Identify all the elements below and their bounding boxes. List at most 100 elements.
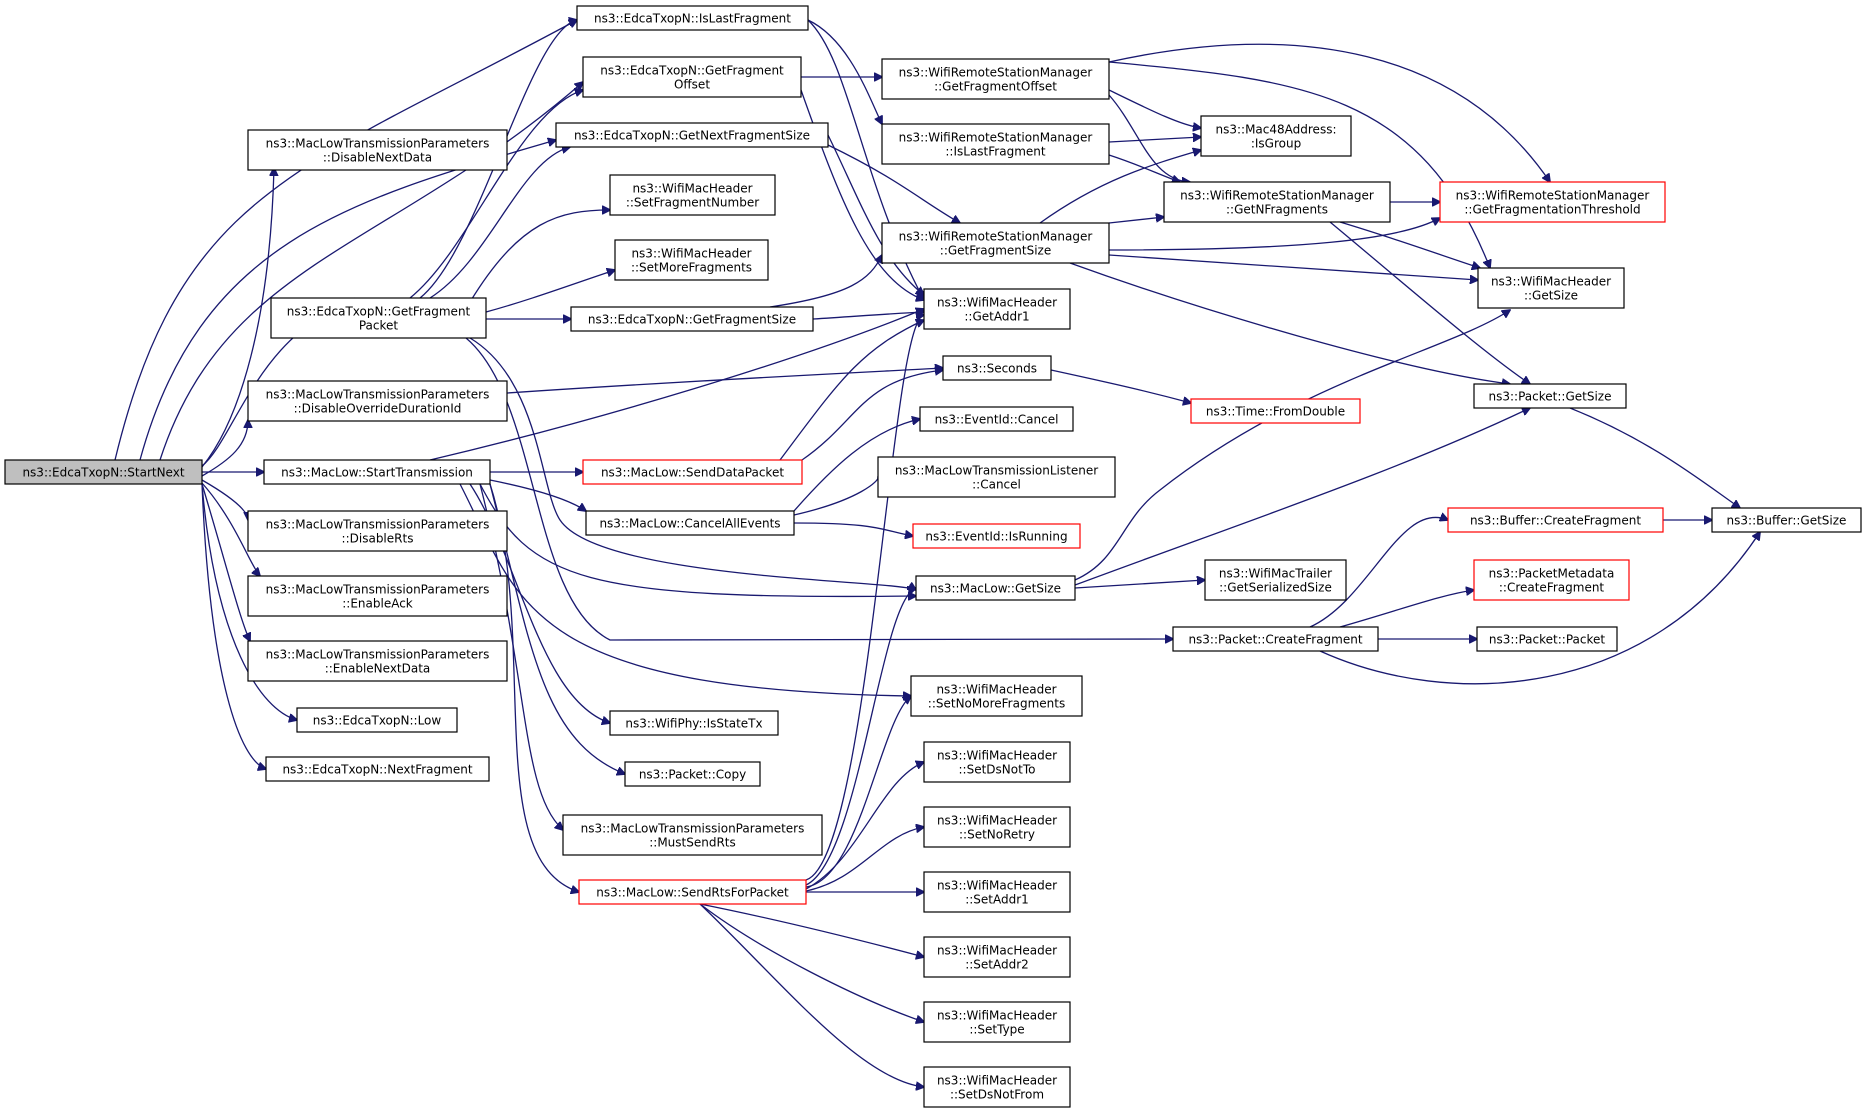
node-mustsendrts[interactable]: ns3::MacLowTransmissionParameters::MustS… xyxy=(562,814,823,856)
node-setnomorefrags[interactable]: ns3::WifiMacHeader::SetNoMoreFragments xyxy=(910,675,1083,717)
call-edge-to-hdrgetsize xyxy=(1339,221,1480,268)
node-label: ns3::WifiMacHeader xyxy=(937,879,1057,893)
node-setdsnotto[interactable]: ns3::WifiMacHeader::SetDsNotTo xyxy=(923,741,1071,783)
node-box xyxy=(624,761,761,787)
node-label: ns3::WifiMacHeader xyxy=(937,944,1057,958)
node-wrsmgetfragoffset[interactable]: ns3::WifiRemoteStationManager::GetFragme… xyxy=(881,58,1110,100)
node-getnfrags[interactable]: ns3::WifiRemoteStationManager::GetNFragm… xyxy=(1163,181,1391,223)
call-edge-to-packetgetsize xyxy=(1069,262,1510,384)
node-low[interactable]: ns3::EdcaTxopN::Low xyxy=(296,707,458,733)
node-getaddr1[interactable]: ns3::WifiMacHeader::GetAddr1 xyxy=(923,288,1071,330)
node-getfragoffset[interactable]: ns3::EdcaTxopN::GetFragmentOffset xyxy=(582,56,802,98)
node-nextfragment[interactable]: ns3::EdcaTxopN::NextFragment xyxy=(265,756,490,782)
node-isrunning[interactable]: ns3::EventId::IsRunning xyxy=(912,523,1081,549)
node-islastfrag[interactable]: ns3::EdcaTxopN::IsLastFragment xyxy=(576,5,809,31)
node-startnext[interactable]: ns3::EdcaTxopN::StartNext xyxy=(4,459,203,485)
node-label: ns3::MacLow::SendDataPacket xyxy=(601,466,784,480)
call-edge-to-trailersize xyxy=(1074,580,1205,589)
node-box xyxy=(1190,398,1361,424)
node-box xyxy=(247,129,508,171)
node-hdrgetsize[interactable]: ns3::WifiMacHeader::GetSize xyxy=(1477,267,1625,309)
node-fragthreshold[interactable]: ns3::WifiRemoteStationManager::GetFragme… xyxy=(1439,181,1666,223)
node-box xyxy=(881,123,1110,165)
node-box xyxy=(263,459,491,485)
node-label: ::SetMoreFragments xyxy=(631,261,752,275)
node-cancelallevents[interactable]: ns3::MacLow::CancelAllEvents xyxy=(585,510,795,536)
node-setmorefrags[interactable]: ns3::WifiMacHeader::SetMoreFragments xyxy=(614,239,769,281)
node-setfragnum[interactable]: ns3::WifiMacHeader::SetFragmentNumber xyxy=(609,174,776,216)
node-wrsmgetfragsize[interactable]: ns3::WifiRemoteStationManager::GetFragme… xyxy=(881,222,1110,264)
node-label: ns3::WifiMacHeader xyxy=(936,683,1056,697)
node-disablerts[interactable]: ns3::MacLowTransmissionParameters::Disab… xyxy=(247,510,508,552)
node-buffercreatefrag[interactable]: ns3::Buffer::CreateFragment xyxy=(1447,507,1664,533)
node-label: ns3::WifiMacHeader xyxy=(1491,275,1611,289)
node-starttransmission[interactable]: ns3::MacLow::StartTransmission xyxy=(263,459,491,485)
node-label: ns3::EdcaTxopN::GetFragment xyxy=(600,64,784,78)
node-label: ns3::WifiRemoteStationManager xyxy=(899,230,1093,244)
node-packetcopy[interactable]: ns3::Packet::Copy xyxy=(624,761,761,787)
call-edge-to-fromdouble xyxy=(1050,369,1191,403)
node-label: ::SetAddr2 xyxy=(965,958,1029,972)
node-label: ::GetSerializedSize xyxy=(1219,581,1332,595)
node-label: ns3::EventId::Cancel xyxy=(935,413,1059,427)
node-setaddr2[interactable]: ns3::WifiMacHeader::SetAddr2 xyxy=(923,936,1071,978)
node-fromdouble[interactable]: ns3::Time::FromDouble xyxy=(1190,398,1361,424)
node-trailersize[interactable]: ns3::WifiMacTrailer::GetSerializedSize xyxy=(1204,559,1347,601)
node-isstatetx[interactable]: ns3::WifiPhy::IsStateTx xyxy=(609,710,779,736)
node-box xyxy=(877,456,1116,498)
node-metadatacreatefrag[interactable]: ns3::PacketMetadata::CreateFragment xyxy=(1473,559,1630,601)
node-label: ::SetNoRetry xyxy=(959,828,1035,842)
node-label: ::MustSendRts xyxy=(649,836,736,850)
node-label: ns3::MacLowTransmissionListener xyxy=(895,464,1098,478)
node-eventidcancel[interactable]: ns3::EventId::Cancel xyxy=(919,406,1074,432)
node-box xyxy=(609,174,776,216)
node-listenercancel[interactable]: ns3::MacLowTransmissionListener::Cancel xyxy=(877,456,1116,498)
node-label: ns3::Packet::Packet xyxy=(1489,633,1605,647)
node-enablenextdata[interactable]: ns3::MacLowTransmissionParameters::Enabl… xyxy=(247,640,508,682)
node-label: Offset xyxy=(674,78,710,92)
node-label: ns3::EdcaTxopN::GetNextFragmentSize xyxy=(574,129,810,143)
node-setnoretry[interactable]: ns3::WifiMacHeader::SetNoRetry xyxy=(923,806,1071,848)
node-edcagetfragsize[interactable]: ns3::EdcaTxopN::GetFragmentSize xyxy=(570,306,814,332)
node-label: ns3::MacLow::CancelAllEvents xyxy=(599,517,780,531)
node-box xyxy=(265,756,490,782)
node-maclowgetsize[interactable]: ns3::MacLow::GetSize xyxy=(915,575,1076,601)
node-packetpacket[interactable]: ns3::Packet::Packet xyxy=(1476,626,1618,652)
node-settype[interactable]: ns3::WifiMacHeader::SetType xyxy=(923,1001,1071,1043)
node-label: ns3::EdcaTxopN::Low xyxy=(313,714,442,728)
node-disableoverride[interactable]: ns3::MacLowTransmissionParameters::Disab… xyxy=(247,380,508,422)
call-edge-to-getaddr1 xyxy=(779,320,924,461)
call-edge-to-isgroup xyxy=(1108,137,1201,143)
node-label: ns3::WifiRemoteStationManager xyxy=(899,66,1093,80)
node-sendrts[interactable]: ns3::MacLow::SendRtsForPacket xyxy=(578,879,807,905)
node-box xyxy=(1163,181,1391,223)
node-label: ns3::WifiRemoteStationManager xyxy=(1456,189,1650,203)
node-buffergetsize[interactable]: ns3::Buffer::GetSize xyxy=(1711,507,1862,533)
call-edge-to-packetcreatefrag xyxy=(465,337,1173,640)
node-label: ns3::MacLowTransmissionParameters xyxy=(266,583,490,597)
node-box xyxy=(1439,181,1666,223)
node-packetcreatefrag[interactable]: ns3::Packet::CreateFragment xyxy=(1172,626,1379,652)
call-edge-to-isrunning xyxy=(793,522,913,536)
node-disablenextdata[interactable]: ns3::MacLowTransmissionParameters::Disab… xyxy=(247,129,508,171)
node-enableack[interactable]: ns3::MacLowTransmissionParameters::Enabl… xyxy=(247,575,508,617)
node-box xyxy=(1172,626,1379,652)
node-box xyxy=(296,707,458,733)
node-senddatapacket[interactable]: ns3::MacLow::SendDataPacket xyxy=(582,459,803,485)
node-getnextfragsize[interactable]: ns3::EdcaTxopN::GetNextFragmentSize xyxy=(555,122,829,148)
call-edge-to-setnoretry xyxy=(805,827,924,892)
node-setaddr1[interactable]: ns3::WifiMacHeader::SetAddr1 xyxy=(923,871,1071,913)
node-label: ns3::EdcaTxopN::GetFragmentSize xyxy=(588,313,796,327)
node-label: ns3::MacLowTransmissionParameters xyxy=(266,388,490,402)
call-edge-to-setnomorefrags xyxy=(805,696,911,888)
call-edge-to-wrsmislastfrag xyxy=(807,19,882,124)
node-wrsmislastfrag[interactable]: ns3::WifiRemoteStationManager::IsLastFra… xyxy=(881,123,1110,165)
node-packetgetsize[interactable]: ns3::Packet::GetSize xyxy=(1473,383,1627,409)
node-box xyxy=(609,710,779,736)
node-setdsnotfrom[interactable]: ns3::WifiMacHeader::SetDsNotFrom xyxy=(923,1066,1071,1108)
node-seconds[interactable]: ns3::Seconds xyxy=(942,355,1052,381)
node-label: ns3::WifiPhy::IsStateTx xyxy=(625,717,762,731)
node-isgroup[interactable]: ns3::Mac48Address::IsGroup xyxy=(1200,115,1352,157)
